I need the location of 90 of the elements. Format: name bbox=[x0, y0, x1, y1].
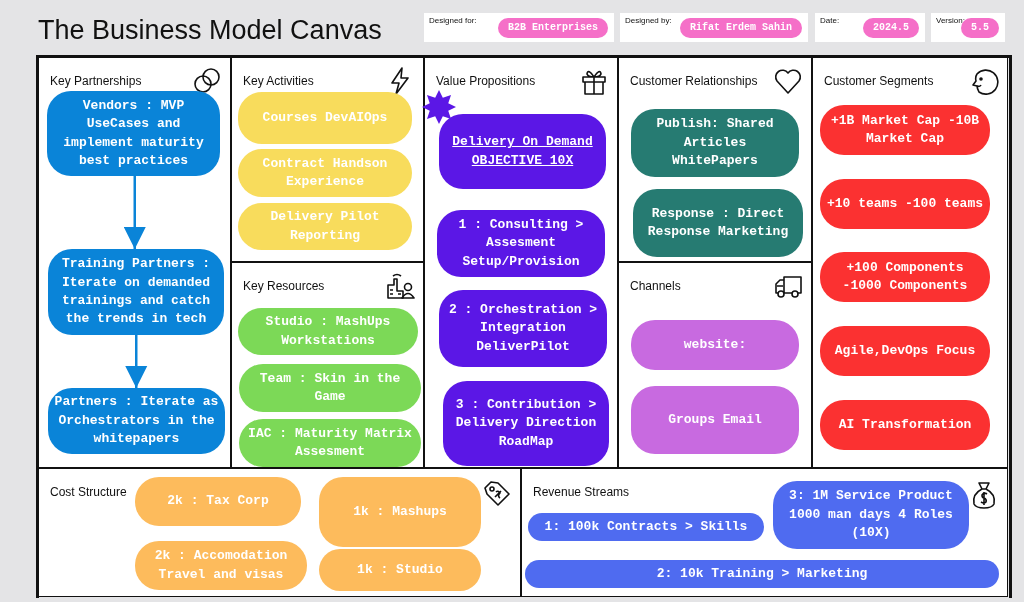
note-text: 2 : Orchestration > Integration DeliverPilot bbox=[447, 300, 599, 356]
sticky-note bbox=[443, 381, 609, 466]
note-text: Courses DevAIOps bbox=[262, 108, 388, 127]
canvas-section bbox=[812, 57, 1008, 468]
canvas-section bbox=[38, 57, 231, 468]
canvas-section bbox=[231, 57, 424, 262]
header-field-card bbox=[815, 13, 925, 42]
section-heading: Customer Segments bbox=[824, 74, 934, 88]
sticky-note bbox=[439, 290, 607, 367]
field-label: Date: bbox=[820, 16, 840, 25]
note-text: IAC : Maturity Matrix Assesment bbox=[247, 424, 413, 461]
note-text: Studio : MashUps Workstations bbox=[264, 313, 392, 350]
note-text: +100 Components -1000 Components bbox=[841, 258, 969, 295]
sticky-note bbox=[47, 91, 220, 176]
sticky-note bbox=[239, 364, 421, 412]
field-label: Designed for: bbox=[429, 16, 477, 25]
header-field-card bbox=[931, 13, 1005, 42]
sticky-note bbox=[239, 419, 421, 467]
sticky-note bbox=[631, 109, 799, 177]
note-text: 3: 1M Service Product 1000 man days 4 Roles (10X) bbox=[788, 487, 954, 543]
sticky-note bbox=[48, 249, 224, 335]
sticky-note bbox=[135, 541, 307, 590]
note-text: Vendors : MVP UseCases and implement maturity best practices bbox=[62, 96, 205, 170]
sticky-note bbox=[820, 179, 990, 229]
note-text: Publish: Shared Articles WhitePapers bbox=[655, 115, 775, 171]
sticky-note bbox=[631, 320, 799, 370]
sticky-note bbox=[238, 203, 412, 250]
arrow bbox=[125, 335, 148, 388]
sticky-note bbox=[820, 326, 990, 376]
note-text: +10 teams -100 teams bbox=[827, 194, 983, 213]
note-text: Agile,DevOps Focus bbox=[834, 341, 976, 360]
canvas-section bbox=[231, 262, 424, 468]
sticky-note bbox=[319, 549, 481, 591]
canvas-section bbox=[38, 468, 521, 597]
sticky-note bbox=[820, 400, 990, 450]
sticky-note bbox=[633, 189, 803, 257]
note-text: Delivery On Demand OBJECTIVE 10X bbox=[451, 133, 594, 170]
note-text: Groups Email bbox=[668, 410, 762, 429]
sticky-note bbox=[238, 308, 418, 355]
note-text: +1B Market Cap -10B Market Cap bbox=[829, 111, 981, 148]
sticky-note bbox=[437, 210, 605, 277]
section-heading: Customer Relationships bbox=[630, 74, 758, 88]
canvas-section bbox=[424, 57, 618, 468]
sticky-note bbox=[773, 481, 969, 549]
field-value: B2B Enterprises bbox=[498, 18, 608, 38]
sticky-note bbox=[238, 149, 412, 197]
arrow bbox=[123, 176, 146, 249]
field-label: Version: bbox=[936, 16, 965, 25]
note-text: 2k : Accomodation Travel and visas bbox=[153, 547, 289, 584]
note-text: Team : Skin in the Game bbox=[258, 369, 402, 406]
field-value: 2024.5 bbox=[863, 18, 919, 38]
section-heading: Cost Structure bbox=[50, 485, 127, 499]
note-text: 1k : Studio bbox=[357, 560, 443, 579]
note-text: AI Transformation bbox=[838, 415, 972, 434]
sticky-note bbox=[528, 513, 764, 541]
note-text: 2k : Tax Corp bbox=[167, 492, 269, 511]
note-text: Partners : Iterate as Orchestrators in the whitepapers bbox=[54, 393, 219, 449]
sticky-note bbox=[135, 477, 301, 526]
note-text: Response : Direct Response Marketing bbox=[646, 204, 790, 241]
canvas-section bbox=[618, 262, 812, 468]
sticky-note bbox=[319, 477, 481, 547]
note-text: 3 : Contribution > Delivery Direction RoadMap bbox=[454, 395, 598, 451]
sticky-note bbox=[820, 105, 990, 155]
section-heading: Key Activities bbox=[243, 74, 314, 88]
canvas-section bbox=[618, 57, 812, 262]
canvas-section bbox=[521, 468, 1008, 597]
sticky-note bbox=[238, 92, 412, 144]
note-text: Training Partners : Iterate on demanded trainings and catch the trends in tech bbox=[60, 255, 212, 329]
note-text: 2: 10k Training > Marketing bbox=[656, 564, 868, 583]
sticky-note bbox=[820, 252, 990, 302]
section-heading: Revenue Streams bbox=[533, 485, 630, 499]
sticky-note bbox=[631, 386, 799, 454]
field-value: Rifat Erdem Sahin bbox=[679, 18, 802, 38]
sticky-note bbox=[439, 114, 606, 189]
section-heading: Key Resources bbox=[243, 279, 325, 293]
sticky-note bbox=[48, 388, 225, 454]
section-heading: Value Propositions bbox=[436, 74, 536, 88]
section-heading: Key Partnerships bbox=[50, 74, 142, 88]
sticky-note bbox=[525, 560, 999, 588]
note-text: 1 : Consulting > Assesment Setup/Provision bbox=[457, 215, 585, 271]
header-field-card bbox=[424, 13, 614, 42]
note-text: website: bbox=[683, 335, 747, 354]
note-text: Contract Handson Experience bbox=[261, 154, 389, 191]
section-heading: Channels bbox=[630, 279, 681, 293]
note-text: 1: 100k Contracts > Skills bbox=[544, 517, 748, 536]
header-field-card bbox=[620, 13, 808, 42]
field-label: Designed by: bbox=[625, 16, 672, 25]
diagram-title: The Business Model Canvas bbox=[38, 15, 382, 46]
note-text: Delivery Pilot Reporting bbox=[269, 208, 381, 245]
note-text: 1k : Mashups bbox=[353, 502, 447, 521]
